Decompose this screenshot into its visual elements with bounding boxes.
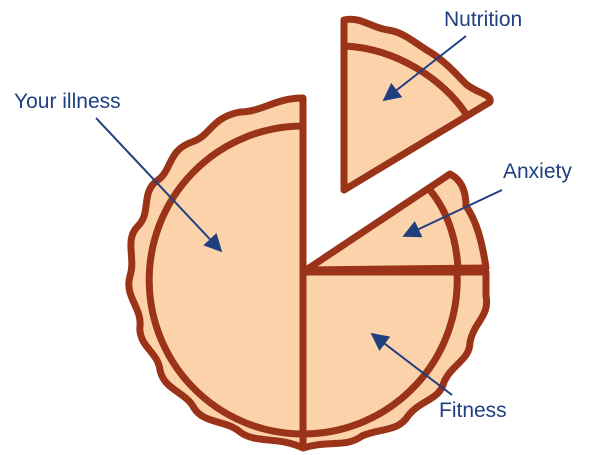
label-anxiety: Anxiety <box>503 161 572 182</box>
label-fitness: Fitness <box>439 400 507 421</box>
nutrition-slice <box>344 19 490 190</box>
label-your-illness: Your illness <box>14 91 121 112</box>
label-nutrition: Nutrition <box>444 9 522 30</box>
